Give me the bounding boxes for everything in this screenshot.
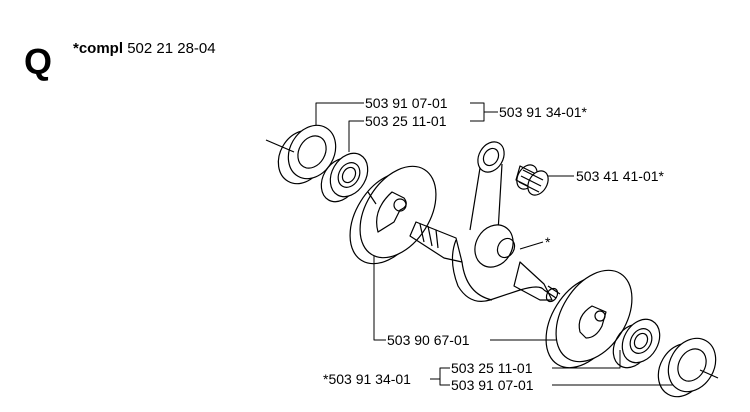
lower-bearing-outer	[657, 337, 719, 398]
label-needle-bearing: 503 41 41-01*	[575, 168, 665, 184]
section-letter: Q	[24, 41, 53, 82]
label-upper-bearing-inner: 503 25 11-01	[364, 113, 448, 129]
complete-assembly-label: *compl 502 21 28-04	[73, 40, 216, 57]
label-lower-bearing-inner: 503 25 11-01	[450, 360, 534, 376]
needle-bearing	[515, 164, 549, 196]
upper-bearing-inner	[320, 152, 369, 203]
label-upper-bearing-set: 503 91 34-01*	[498, 104, 588, 120]
upper-crank-web	[349, 165, 437, 265]
lower-bearing-inner	[612, 318, 661, 369]
lower-crank-web	[545, 269, 633, 369]
label-flywheel-half: 503 90 67-01	[386, 332, 471, 348]
label-crank-asterisk: *	[544, 234, 552, 250]
upper-bearing-outer	[265, 124, 337, 185]
label-lower-bearing-outer: 503 91 07-01	[450, 377, 535, 393]
connecting-rod	[469, 141, 516, 268]
crankshaft	[409, 221, 561, 303]
compl-part-number: 502 21 28-04	[127, 40, 216, 57]
compl-prefix: *compl	[73, 40, 124, 57]
label-lower-bearing-set: *503 91 34-01	[322, 371, 412, 387]
label-upper-bearing-outer: 503 91 07-01	[364, 95, 449, 111]
